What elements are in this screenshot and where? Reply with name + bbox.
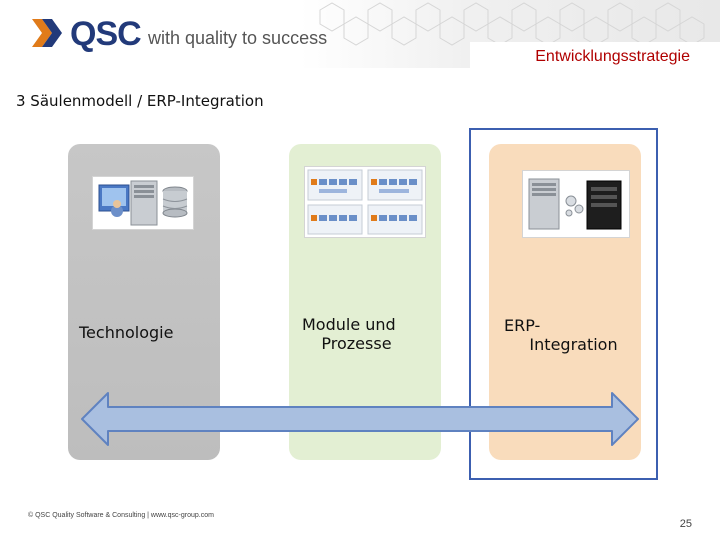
slide-title: 3 Säulenmodell / ERP-Integration <box>16 92 264 110</box>
pillar-label-technologie: Technologie <box>79 323 174 342</box>
header: QSC with quality to success <box>0 0 720 68</box>
server-database-icon <box>92 176 194 230</box>
server-integration-icon <box>522 170 630 238</box>
qsc-logo[interactable]: QSC with quality to success <box>30 14 327 54</box>
page-number: 25 <box>679 518 692 530</box>
logo-tagline: with quality to success <box>148 28 328 48</box>
footer-copyright: © QSC Quality Software & Consulting | ww… <box>28 512 214 519</box>
qsc-logo-mark-icon <box>32 19 62 47</box>
logo-text: QSC <box>70 15 142 53</box>
double-arrow-icon <box>81 392 639 446</box>
process-diagram-icon <box>304 166 426 238</box>
section-label-background <box>470 42 720 72</box>
pillar-label-erp-integration: ERP- Integration <box>504 316 618 354</box>
pillar-label-module-prozesse: Module und Prozesse <box>302 315 396 353</box>
erp-highlight-frame <box>469 128 658 480</box>
section-label: Entwicklungsstrategie <box>535 48 690 65</box>
